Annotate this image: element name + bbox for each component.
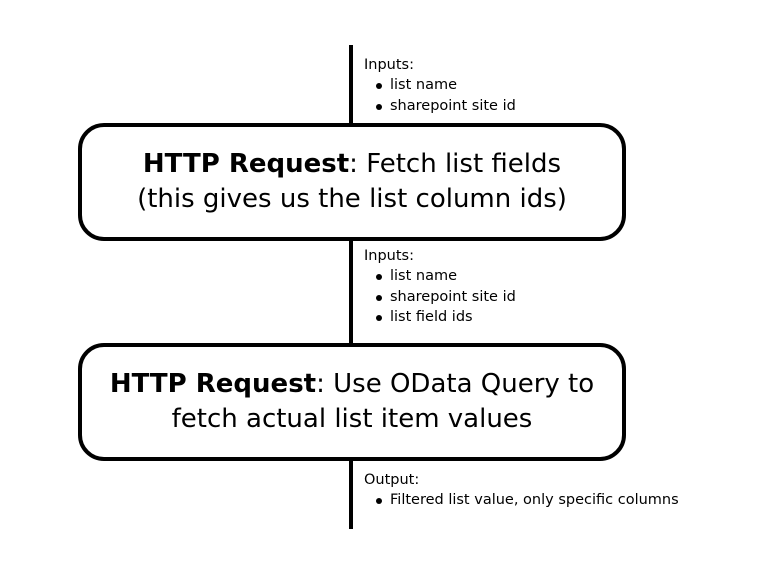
- bullet-icon: [376, 315, 382, 321]
- annotation-inputs-2: Inputs: list name sharepoint site id lis…: [364, 246, 516, 328]
- list-item: list name: [364, 266, 516, 287]
- step-title-rest: : Fetch list fields: [349, 149, 562, 179]
- list-item: sharepoint site id: [364, 96, 516, 117]
- connector-line-top: [349, 45, 353, 127]
- annotation-heading: Output:: [364, 472, 420, 488]
- list-item-label: Filtered list value, only specific colum…: [390, 492, 679, 508]
- list-item: list field ids: [364, 307, 516, 328]
- step-title: HTTP Request: Use OData Query to: [110, 367, 594, 402]
- connector-line-middle: [349, 240, 353, 347]
- bullet-icon: [376, 103, 382, 110]
- annotation-list: list name sharepoint site id: [364, 75, 516, 116]
- step-subtitle: (this gives us the list column ids): [137, 184, 567, 214]
- bullet-icon: [376, 274, 382, 280]
- step-subtitle: fetch actual list item values: [171, 404, 533, 434]
- annotation-output: Output: Filtered list value, only specif…: [364, 470, 679, 511]
- annotation-inputs-1: Inputs: list name sharepoint site id: [364, 55, 516, 116]
- bullet-icon: [376, 294, 382, 301]
- annotation-heading: Inputs:: [364, 248, 414, 264]
- step-title-bold: HTTP Request: [109, 369, 317, 399]
- list-item-label: sharepoint site id: [390, 288, 516, 305]
- list-item: list name: [364, 75, 516, 96]
- list-item-label: list name: [390, 77, 458, 93]
- list-item-label: list field ids: [390, 309, 473, 325]
- step-title-rest: : Use OData Query to: [316, 369, 595, 399]
- list-item-label: sharepoint site id: [390, 97, 516, 114]
- annotation-heading: Inputs:: [364, 57, 414, 73]
- annotation-list: Filtered list value, only specific colum…: [364, 490, 679, 511]
- annotation-list: list name sharepoint site id list field …: [364, 266, 516, 328]
- step-box-fetch-fields: HTTP Request: Fetch list fields (this gi…: [78, 123, 626, 241]
- list-item: sharepoint site id: [364, 287, 516, 308]
- connector-line-bottom: [349, 460, 353, 529]
- bullet-icon: [376, 83, 382, 89]
- step-title-bold: HTTP Request: [142, 149, 350, 179]
- list-item: Filtered list value, only specific colum…: [364, 490, 679, 511]
- bullet-icon: [376, 498, 382, 504]
- step-box-odata-query: HTTP Request: Use OData Query to fetch a…: [78, 343, 626, 461]
- step-title: HTTP Request: Fetch list fields: [143, 147, 561, 182]
- list-item-label: list name: [390, 268, 458, 284]
